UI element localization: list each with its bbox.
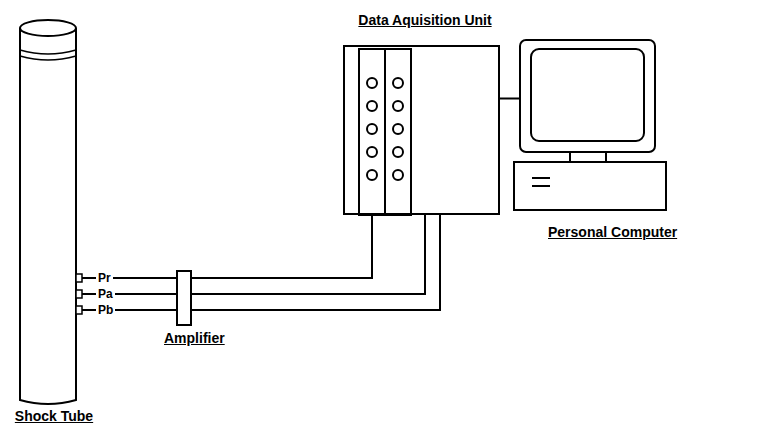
signal-wire bbox=[500, 98, 520, 100]
port bbox=[367, 78, 377, 88]
drive-slot bbox=[532, 177, 550, 179]
terminal-strip bbox=[385, 49, 411, 215]
monitor-stand bbox=[570, 152, 606, 162]
port bbox=[367, 101, 377, 111]
pressure-sensor bbox=[76, 274, 82, 282]
component-group: Data Aquisition Unit bbox=[335, 12, 515, 220]
port bbox=[393, 124, 403, 134]
signal-name: Pb bbox=[96, 304, 115, 317]
tube-top bbox=[20, 20, 76, 36]
tube-band bbox=[20, 50, 76, 54]
computer-drawing bbox=[512, 34, 672, 216]
port bbox=[367, 170, 377, 180]
monitor bbox=[520, 40, 655, 152]
component-label: Personal Computer bbox=[548, 224, 677, 240]
daq-box bbox=[343, 45, 500, 215]
component-group: Shock Tube bbox=[12, 16, 96, 430]
signal-name: Pa bbox=[96, 288, 115, 301]
port bbox=[393, 101, 403, 111]
component-label: Shock Tube bbox=[15, 408, 93, 424]
pressure-sensor bbox=[76, 290, 82, 298]
port bbox=[367, 147, 377, 157]
tube-body bbox=[20, 28, 76, 404]
tube-band bbox=[20, 56, 76, 60]
shock-tube-drawing bbox=[12, 16, 96, 408]
amplifier-box bbox=[176, 270, 192, 326]
system-unit bbox=[514, 162, 666, 210]
port bbox=[367, 124, 377, 134]
component-label: Amplifier bbox=[164, 330, 225, 346]
port bbox=[393, 78, 403, 88]
signal-name: Pr bbox=[96, 272, 113, 285]
component-label: Data Aquisition Unit bbox=[358, 12, 491, 28]
drive-slot bbox=[532, 185, 550, 187]
component-group: Personal Computer bbox=[512, 34, 717, 248]
daq-panel bbox=[345, 47, 502, 217]
component-group: Amplifier bbox=[158, 268, 258, 352]
pressure-sensor bbox=[76, 306, 82, 314]
screen bbox=[531, 49, 644, 141]
port bbox=[393, 147, 403, 157]
terminal-strip bbox=[359, 49, 385, 215]
port bbox=[393, 170, 403, 180]
